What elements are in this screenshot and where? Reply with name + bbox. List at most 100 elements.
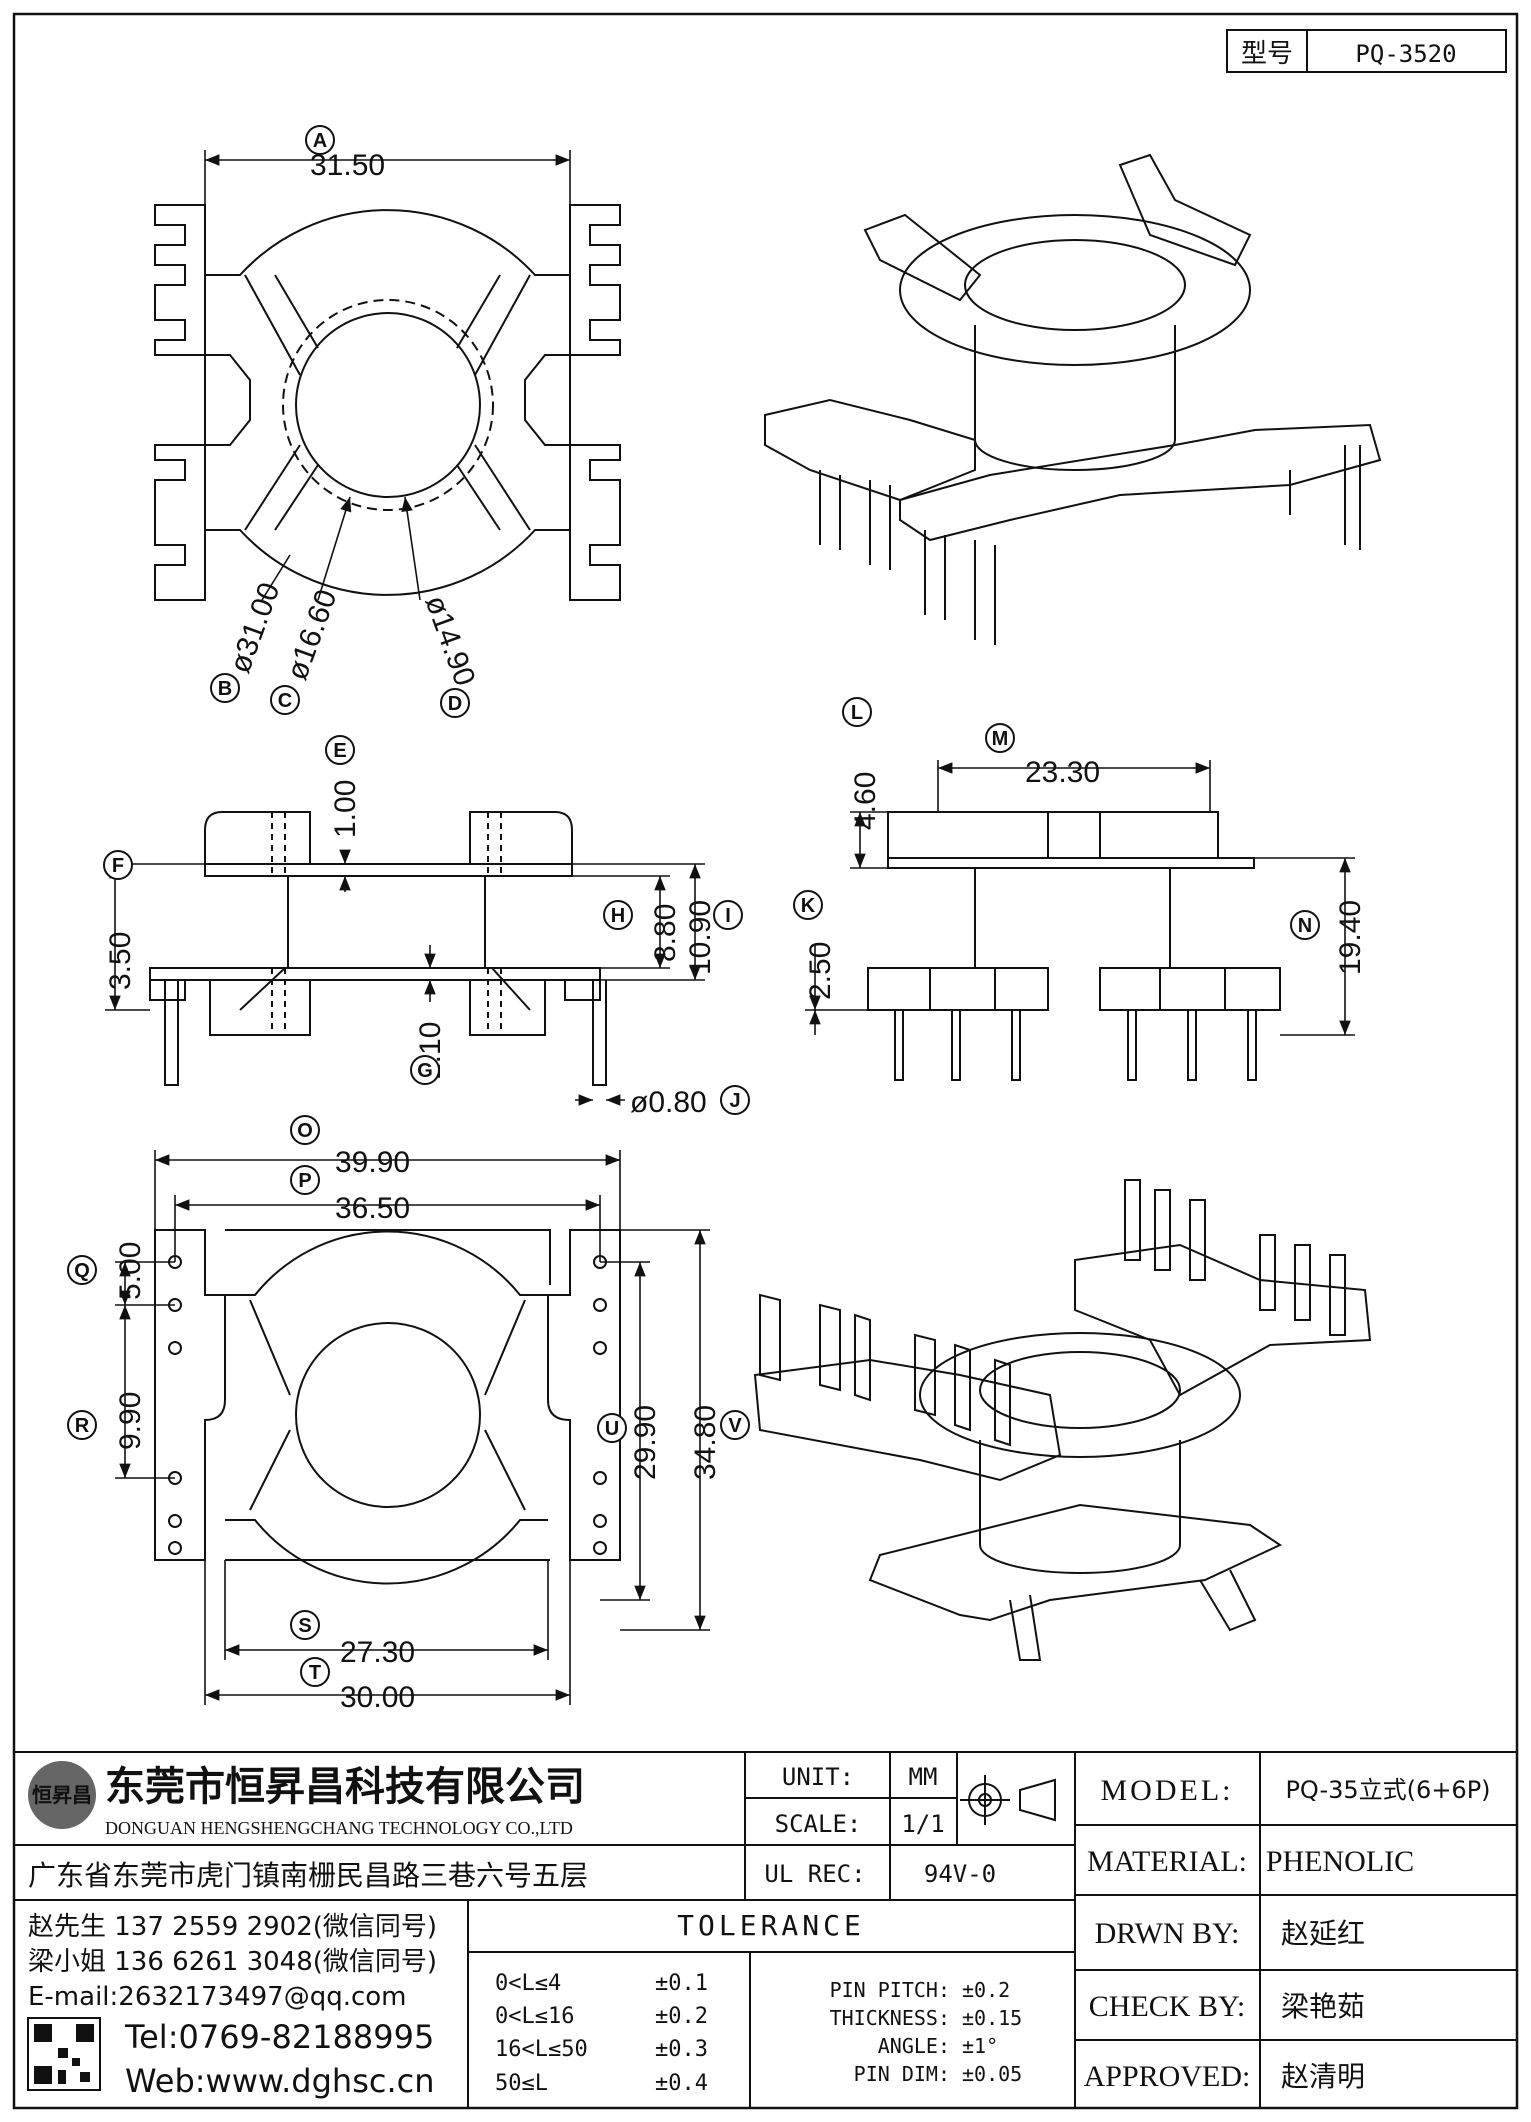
side-view-front [149, 811, 607, 1086]
model-value: PQ-35立式(6+6P) [1285, 1776, 1490, 1804]
bottom-view [154, 1229, 621, 1585]
tol-spec-2-value: ±0.15 [962, 2006, 1022, 2030]
unit-value: MM [909, 1763, 938, 1791]
outer-frame [12, 12, 1519, 2110]
unit-label: UNIT: [782, 1763, 854, 1791]
model-label: MODEL: [1101, 1774, 1234, 1807]
dim-u-value: 29.90 [629, 1405, 662, 1480]
isometric-view-bottom [753, 1179, 1372, 1661]
company-name-en: DONGUAN HENGSHENGCHANG TECHNOLOGY CO.,LT… [105, 1818, 573, 1838]
dimension-labels: 31.50 ø31.00 ø16.60 ø14.90 1.00 3.50 1.1… [104, 149, 1367, 1714]
company-logo: 恒昇昌 [28, 1761, 96, 1829]
logo-text: 恒昇昌 [32, 1783, 92, 1807]
ref-letter-c: C [278, 690, 292, 712]
dim-t-value: 30.00 [340, 1681, 415, 1714]
tol-spec-1-value: ±0.2 [962, 1978, 1010, 2002]
dim-q-value: 5.00 [114, 1242, 147, 1300]
ref-letter-e: E [333, 740, 346, 762]
part-number-box: 型号 PQ-3520 [1226, 29, 1507, 73]
tol-value-1: ±0.1 [655, 1971, 708, 1996]
top-view [154, 204, 621, 601]
ref-letter-i: I [725, 905, 731, 927]
drawn-by-label: DRWN BY: [1095, 1917, 1240, 1950]
dim-f-value: 3.50 [104, 932, 137, 990]
dim-b-value: ø31.00 [224, 578, 287, 677]
ref-letter-f: F [112, 855, 124, 877]
ref-letter-t: T [309, 1662, 321, 1684]
ref-letter-r: R [75, 1415, 90, 1437]
tol-range-4: 50≤L [495, 2071, 548, 2096]
check-by-label: CHECK BY: [1089, 1990, 1245, 2023]
ref-letter-m: M [992, 728, 1009, 750]
dim-l-value: 4.60 [849, 772, 882, 830]
check-by-value: 梁艳茹 [1281, 1990, 1365, 2023]
material-value: PHENOLIC [1266, 1845, 1414, 1878]
part-number-label: 型号 [1241, 39, 1293, 69]
tol-range-3: 16<L≤50 [495, 2037, 588, 2062]
part-number-value: PQ-3520 [1355, 40, 1456, 68]
scale-label: SCALE: [775, 1810, 862, 1838]
contact-2: 梁小姐 136 6261 3048(微信同号) [28, 1947, 437, 1977]
contact-email: E-mail:2632173497@qq.com [28, 1982, 407, 2012]
ulrec-label: UL REC: [764, 1860, 865, 1888]
side-view-side [867, 811, 1281, 1081]
company-address: 广东省东莞市虎门镇南栅民昌路三巷六号五层 [28, 1859, 588, 1892]
ref-letter-v: V [728, 1415, 742, 1437]
ref-letter-b: B [218, 678, 232, 700]
tol-spec-3-value: ±1° [962, 2034, 998, 2058]
dim-s-value: 27.30 [340, 1636, 415, 1669]
ref-letter-o: O [297, 1120, 313, 1142]
ref-letter-j: J [729, 1090, 740, 1112]
tol-spec-3-name: ANGLE: [878, 2034, 950, 2058]
ref-letter-g: G [417, 1060, 433, 1082]
ref-letter-s: S [298, 1615, 311, 1637]
contact-tel: Tel:0769-82188995 [124, 2018, 434, 2056]
tol-value-2: ±0.2 [655, 2004, 708, 2029]
tol-range-2: 0<L≤16 [495, 2004, 574, 2029]
scale-value: 1/1 [901, 1810, 944, 1838]
reference-letters: A B C D E F G H I J K L M N O P Q R S T … [67, 125, 1320, 1687]
dim-d-value: ø14.90 [418, 591, 481, 690]
ref-letter-p: P [298, 1170, 311, 1192]
dim-v-value: 34.80 [689, 1405, 722, 1480]
title-block [14, 1751, 1517, 2108]
dim-h-value: 8.80 [649, 904, 682, 962]
contact-web: Web:www.dghsc.cn [125, 2062, 435, 2100]
tol-range-1: 0<L≤4 [495, 1971, 561, 1996]
isometric-view-top [764, 153, 1382, 645]
contact-1: 赵先生 137 2559 2902(微信同号) [28, 1912, 437, 1942]
tol-value-3: ±0.3 [655, 2037, 708, 2062]
dimension-lines [105, 150, 1355, 1705]
ref-letter-u: U [605, 1418, 619, 1440]
ref-letter-a: A [313, 130, 327, 152]
dim-n-value: 19.40 [1334, 900, 1367, 975]
approved-label: APPROVED: [1084, 2060, 1251, 2093]
dim-o-value: 39.90 [335, 1146, 410, 1179]
ref-letter-d: D [448, 693, 462, 715]
tol-spec-1-name: PIN PITCH: [830, 1978, 950, 2002]
ref-letter-l: L [851, 702, 863, 724]
dim-i-value: 10.90 [684, 900, 717, 975]
dim-c-value: ø16.60 [281, 585, 344, 684]
tolerance-specs: PIN PITCH: ±0.2 THICKNESS: ±0.15 ANGLE: … [830, 1978, 1023, 2086]
dim-r-value: 9.90 [114, 1392, 147, 1450]
qr-code-icon [27, 2017, 101, 2091]
material-label: MATERIAL: [1087, 1845, 1247, 1878]
ref-letter-q: Q [74, 1260, 90, 1282]
tol-value-4: ±0.4 [655, 2071, 708, 2096]
ref-letter-k: K [801, 895, 816, 917]
dim-p-value: 36.50 [335, 1192, 410, 1225]
dim-k-value: 2.50 [804, 942, 837, 1000]
tol-spec-2-name: THICKNESS: [830, 2006, 950, 2030]
tolerance-ranges: 0<L≤4 ±0.1 0<L≤16 ±0.2 16<L≤50 ±0.3 50≤L… [495, 1971, 708, 2096]
ulrec-value: 94V-0 [924, 1860, 996, 1888]
tolerance-title: TOLERANCE [677, 1909, 865, 1942]
drawn-by-value: 赵延红 [1281, 1917, 1365, 1950]
projection-symbol-icon [960, 1775, 1056, 1825]
approved-value: 赵清明 [1281, 2060, 1365, 2093]
tol-spec-4-value: ±0.05 [962, 2062, 1022, 2086]
company-name-cn: 东莞市恒昇昌科技有限公司 [105, 1764, 585, 1810]
ref-letter-n: N [1298, 915, 1312, 937]
dim-m-value: 23.30 [1025, 756, 1100, 789]
